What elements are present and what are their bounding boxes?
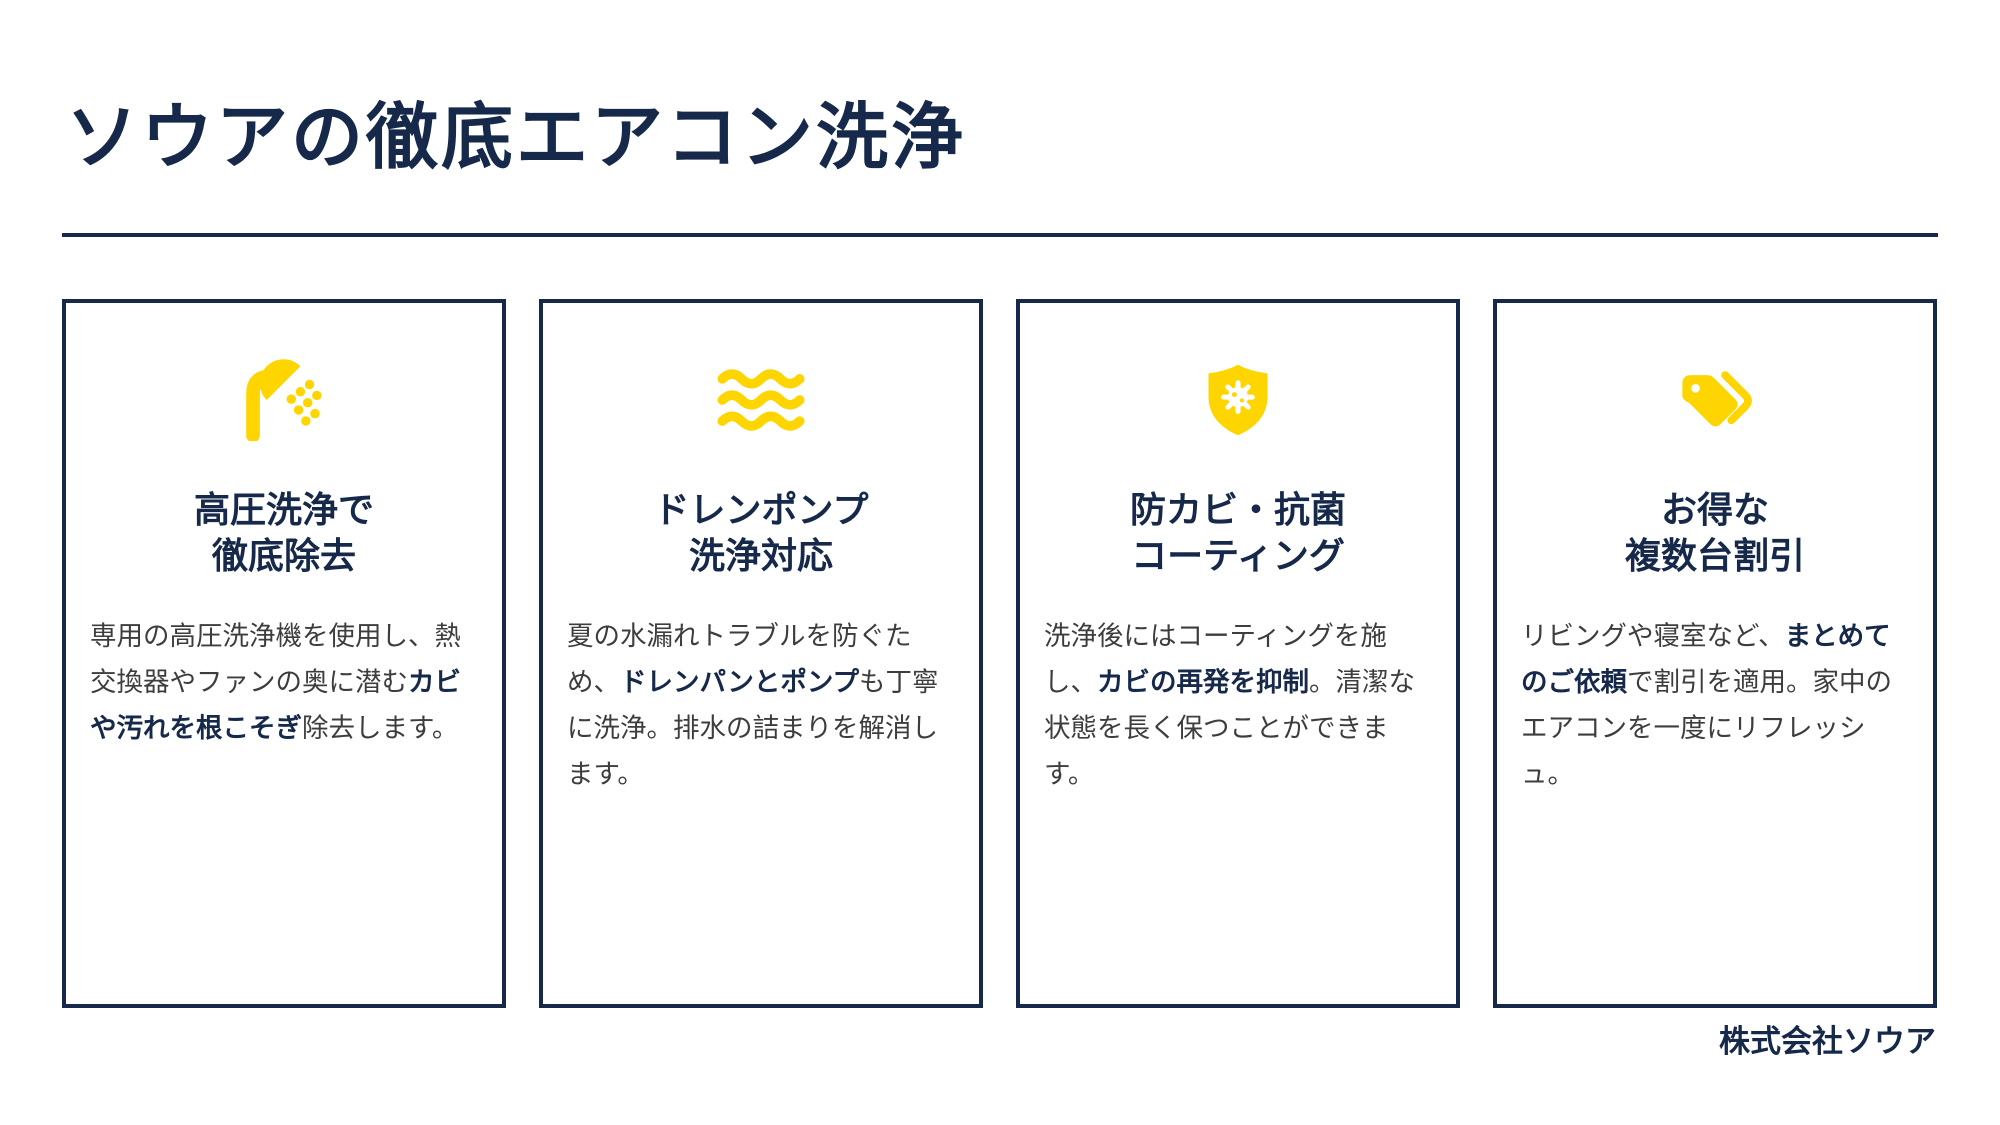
card-drain-pump-cleaning: ドレンポンプ 洗浄対応 夏の水漏れトラブルを防ぐため、ドレンパンとポンプも丁寧に… xyxy=(539,299,983,1008)
card-high-pressure-cleaning: 高圧洗浄で 徹底除去 専用の高圧洗浄機を使用し、熱交換器やファンの奥に潜むカビや… xyxy=(62,299,506,1008)
tags-icon xyxy=(1497,363,1933,437)
title-divider xyxy=(62,233,1938,237)
card-title-line1: お得な xyxy=(1660,489,1769,530)
shower-icon xyxy=(66,359,502,441)
card-body: リビングや寝室など、まとめてのご依頼で割引を適用。家中のエアコンを一度にリフレッ… xyxy=(1521,621,1892,789)
card-body: 夏の水漏れトラブルを防ぐため、ドレンパンとポンプも丁寧に洗浄。排水の詰まりを解消… xyxy=(567,621,939,789)
footer-company-name: 株式会社ソウア xyxy=(1719,1024,1936,1059)
feature-cards: 高圧洗浄で 徹底除去 専用の高圧洗浄機を使用し、熱交換器やファンの奥に潜むカビや… xyxy=(62,299,1937,1008)
card-title-line2: 洗浄対応 xyxy=(688,535,833,576)
card-title: 防カビ・抗菌 コーティング xyxy=(1020,487,1456,579)
card-body: 洗浄後にはコーティングを施し、カビの再発を抑制。清潔な状態を長く保つことができま… xyxy=(1044,621,1415,789)
card-title-line1: ドレンポンプ xyxy=(653,489,869,530)
card-title-line2: コーティング xyxy=(1131,535,1345,576)
card-title-line1: 高圧洗浄で xyxy=(193,489,374,530)
card-anti-mold-coating: 防カビ・抗菌 コーティング 洗浄後にはコーティングを施し、カビの再発を抑制。清潔… xyxy=(1016,299,1460,1008)
shield-germ-icon xyxy=(1020,363,1456,437)
card-title: ドレンポンプ 洗浄対応 xyxy=(543,487,979,579)
card-title: 高圧洗浄で 徹底除去 xyxy=(66,487,502,579)
card-title: お得な 複数台割引 xyxy=(1497,487,1933,579)
card-title-line2: 複数台割引 xyxy=(1624,535,1805,576)
card-multi-unit-discount: お得な 複数台割引 リビングや寝室など、まとめてのご依頼で割引を適用。家中のエア… xyxy=(1493,299,1937,1008)
page-title: ソウアの徹底エアコン洗浄 xyxy=(66,98,967,178)
waves-icon xyxy=(543,363,979,437)
card-body: 専用の高圧洗浄機を使用し、熱交換器やファンの奥に潜むカビや汚れを根こそぎ除去しま… xyxy=(90,621,461,743)
card-title-line1: 防カビ・抗菌 xyxy=(1129,489,1346,530)
card-title-line2: 徹底除去 xyxy=(211,535,356,576)
